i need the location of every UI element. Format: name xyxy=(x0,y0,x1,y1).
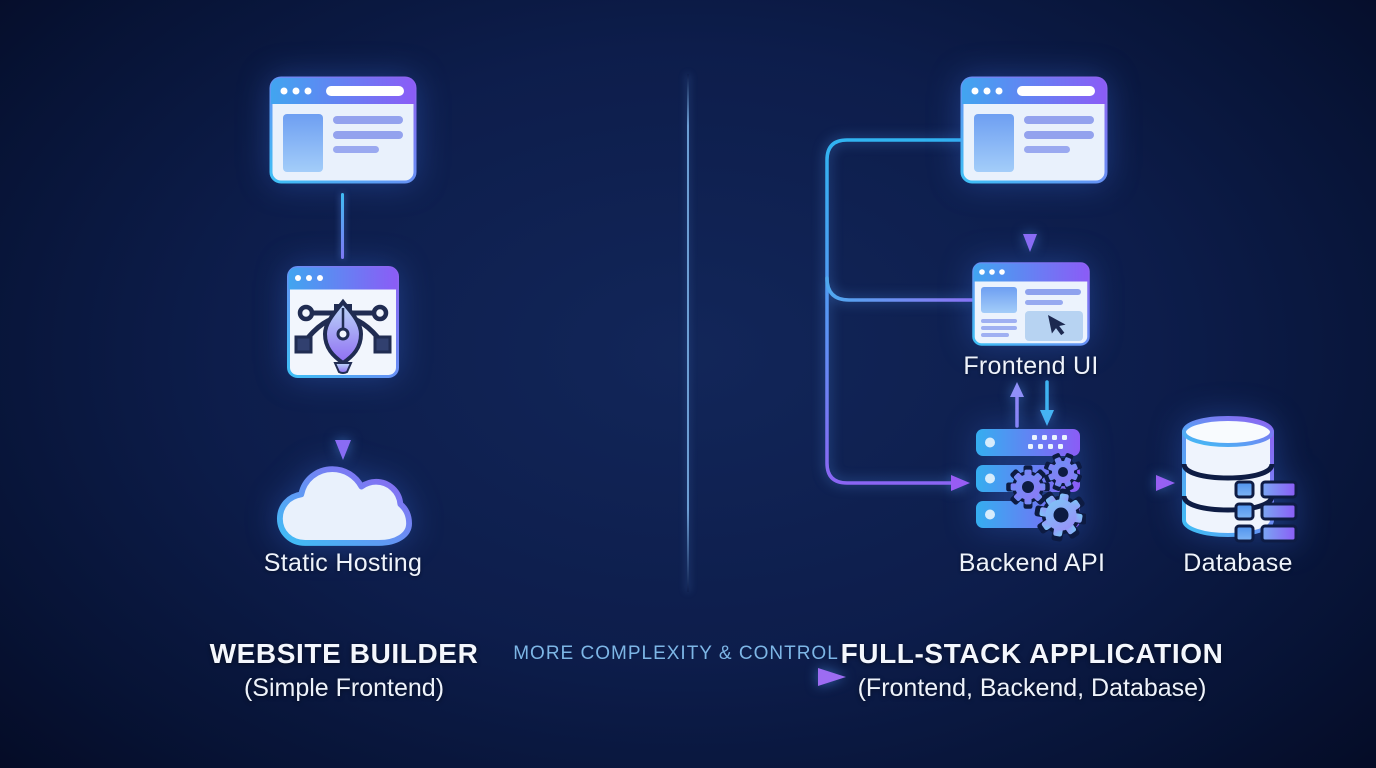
right-heading-block: FULL-STACK APPLICATION (Frontend, Backen… xyxy=(841,638,1224,703)
bidirectional-arrows-icon xyxy=(1010,380,1054,428)
backend-server-icon xyxy=(976,429,1086,545)
static-hosting-label: Static Hosting xyxy=(263,549,423,577)
cloud-icon xyxy=(276,466,412,546)
full-stack-subheading: (Frontend, Backend, Database) xyxy=(857,674,1207,702)
arrow-down-icon xyxy=(1023,188,1037,252)
gear-icon xyxy=(1037,446,1086,498)
gear-icon xyxy=(1030,484,1086,545)
left-heading-block: WEBSITE BUILDER (Simple Frontend) xyxy=(210,638,479,703)
website-builder-subheading: (Simple Frontend) xyxy=(243,674,445,702)
complexity-label: MORE COMPLEXITY & CONTROL xyxy=(513,643,839,664)
arrow-right-icon xyxy=(1096,475,1175,491)
browser-window-icon xyxy=(960,76,1108,184)
website-builder-heading: WEBSITE BUILDER xyxy=(209,638,479,669)
complexity-arrow-icon xyxy=(524,668,846,686)
database-label: Database xyxy=(1183,549,1293,577)
frontend-ui-icon xyxy=(972,262,1090,346)
backend-api-label: Backend API xyxy=(958,549,1106,577)
database-icon xyxy=(1181,416,1298,543)
cursor-icon xyxy=(1048,315,1066,336)
arrow-down-icon xyxy=(335,384,351,460)
divider-line xyxy=(687,74,689,592)
frontend-ui-label: Frontend UI xyxy=(963,352,1099,380)
browser-window-icon xyxy=(269,76,417,184)
bracket-connector xyxy=(825,138,974,491)
connector-line xyxy=(341,193,344,259)
gear-icon xyxy=(1006,465,1050,509)
full-stack-heading: FULL-STACK APPLICATION xyxy=(840,638,1224,669)
schema-blocks xyxy=(1234,480,1298,543)
design-tool-icon xyxy=(287,266,399,378)
